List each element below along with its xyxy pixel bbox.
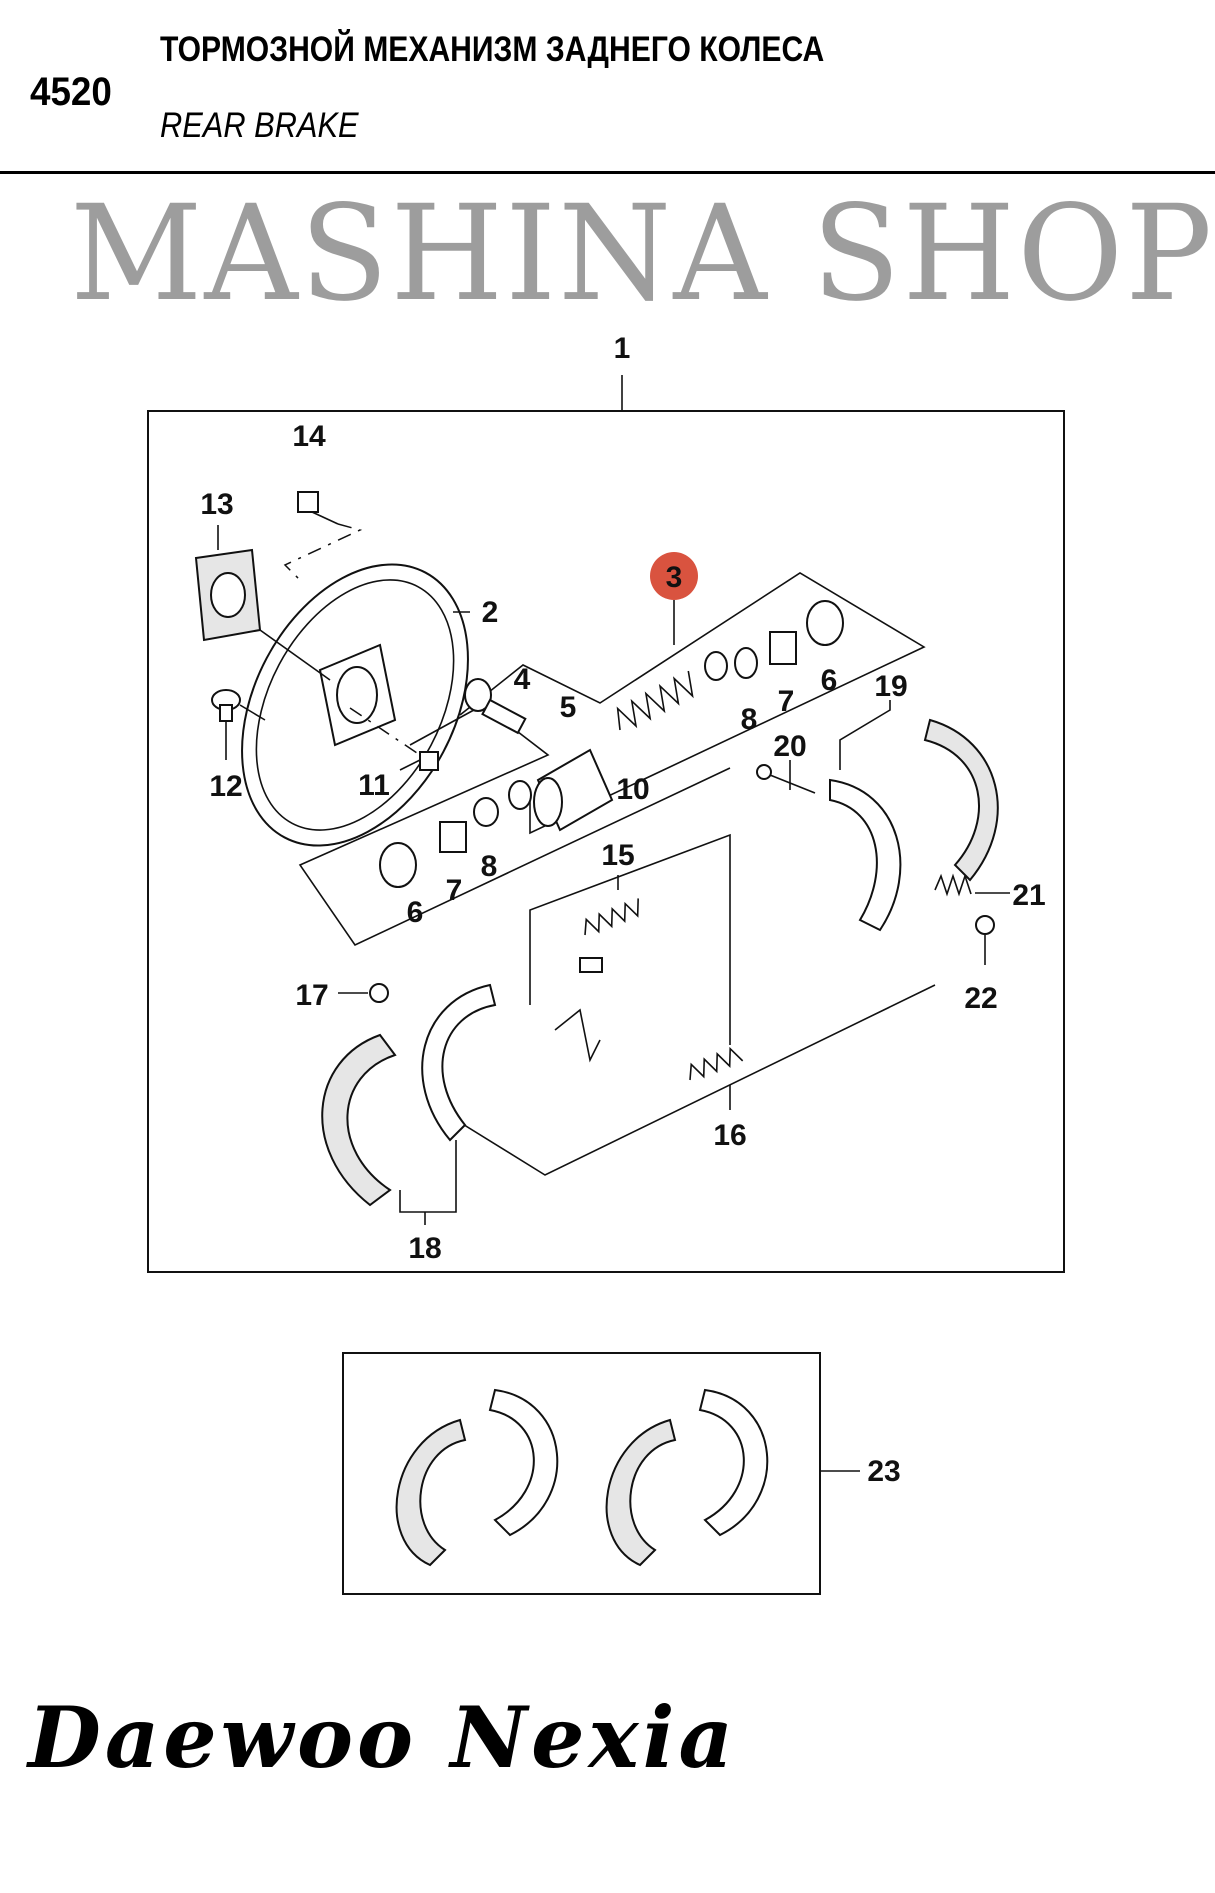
- nut-part-17: [338, 983, 389, 1003]
- shoe-kit-part-23: [395, 1388, 860, 1567]
- adjuster-lever: [554, 957, 603, 1063]
- adjuster-frame-15: [529, 833, 731, 1045]
- cup-part-22: [975, 915, 995, 965]
- pin-part-20: [756, 760, 816, 794]
- brake-shoe-part-18: [321, 983, 497, 1225]
- callout-6-upper: 6: [821, 664, 838, 697]
- highlight-marker: [650, 552, 698, 600]
- callout-21: 21: [1012, 879, 1045, 912]
- gasket-part-13: [194, 525, 262, 642]
- wheel-cylinder-body: [533, 748, 614, 832]
- backing-plate-part-2: [241, 563, 470, 847]
- leader-16-frame: [439, 984, 936, 1176]
- spring-part-10: [616, 670, 694, 731]
- seal-piston-lower: [379, 780, 532, 888]
- callout-20: 20: [773, 730, 806, 763]
- callout-1: 1: [614, 332, 631, 365]
- callout-16: 16: [713, 1119, 746, 1152]
- callout-13: 13: [200, 488, 233, 521]
- callout-12: 12: [209, 770, 242, 803]
- callout-14: 14: [292, 420, 326, 453]
- callout-17: 17: [295, 979, 328, 1012]
- callout-8-lower: 8: [481, 850, 498, 883]
- callout-15: 15: [601, 839, 634, 872]
- callout-18: 18: [408, 1232, 441, 1265]
- callout-23: 23: [867, 1455, 900, 1488]
- callout-19: 19: [874, 670, 907, 703]
- callout-3: 3: [666, 561, 683, 594]
- cylinder-group-frame: [298, 704, 731, 947]
- callout-11: 11: [358, 769, 390, 802]
- callout-4: 4: [514, 663, 531, 696]
- brake-shoe-part-19: [829, 700, 999, 932]
- spring-part-16: [689, 1046, 744, 1110]
- bleeder-parts-4-5: [464, 678, 527, 735]
- header-divider: [0, 171, 1215, 174]
- spring-part-21: [934, 873, 1010, 897]
- spring-part-15: [584, 898, 639, 936]
- title-russian: ТОРМОЗНОЙ МЕХАНИЗМ ЗАДНЕГО КОЛЕСА: [160, 30, 825, 69]
- assembly-frame: [147, 410, 1065, 1273]
- title-english: REAR BRAKE: [160, 106, 359, 145]
- seal-piston-upper: [704, 600, 844, 681]
- cylinder-group-frame-upper: [459, 572, 926, 835]
- callout-2: 2: [482, 596, 499, 629]
- callout-5: 5: [560, 691, 577, 724]
- callout-7-upper: 7: [778, 685, 795, 718]
- section-number: 4520: [30, 70, 112, 114]
- bolt-part-11: [349, 707, 439, 771]
- brand-logo: Daewoo Nexia: [28, 1688, 737, 1787]
- callout-22: 22: [964, 982, 997, 1015]
- callout-8-upper: 8: [741, 703, 758, 736]
- stud-part-12: [211, 689, 266, 760]
- callout-10: 10: [616, 773, 649, 806]
- shoe-kit-frame: [342, 1352, 821, 1595]
- callout-7-lower: 7: [446, 874, 463, 907]
- bolt-part-14: [283, 491, 363, 581]
- callout-6-lower: 6: [407, 896, 424, 929]
- watermark: MASHINA SHOP: [70, 177, 1215, 331]
